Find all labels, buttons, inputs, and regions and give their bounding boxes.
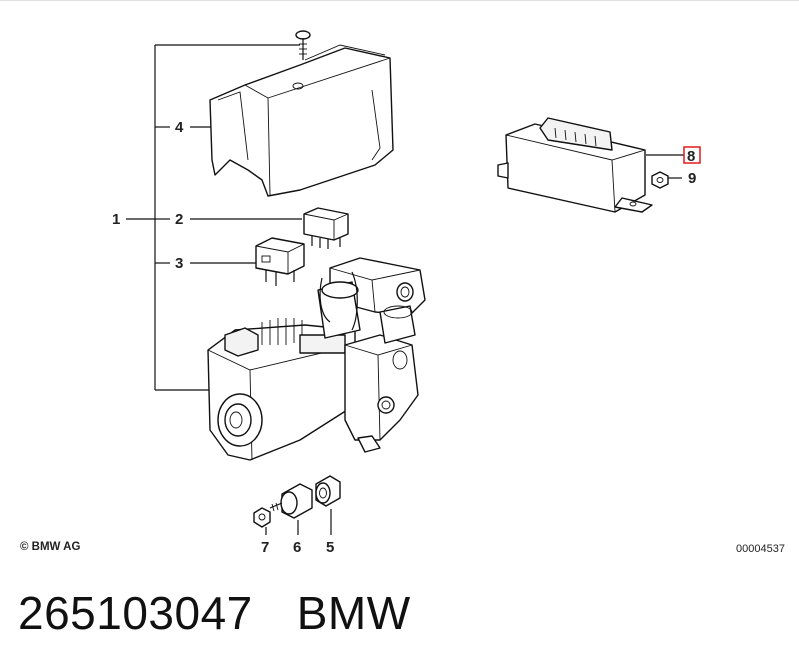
callout-8: 8 [687,148,695,165]
caption: 265103047 BMW [18,586,411,640]
screw-top [295,30,311,60]
reference-code: 00004537 [736,543,785,555]
hydraulic-unit-part-1 [207,257,426,461]
screw-part-7 [253,507,271,535]
part-number: 265103047 [18,587,253,639]
relay-part-3 [255,237,305,286]
top-border [0,0,799,1]
callout-7: 7 [261,539,269,556]
callout-6: 6 [293,539,301,556]
callout-4: 4 [175,119,184,136]
nut-part-9 [651,171,682,189]
callout-3: 3 [175,255,183,272]
callout-1: 1 [112,211,120,228]
callout-bracket-1 [126,44,302,391]
control-unit-part-8 [497,117,684,213]
mount-part-6 [269,483,313,535]
callout-5: 5 [326,539,334,556]
copyright-label: © BMW AG [20,541,81,553]
callout-2: 2 [175,211,183,228]
callout-8-highlight [683,146,701,164]
cover-part-4 [209,44,394,197]
bushing-part-5 [315,475,341,535]
brand-name: BMW [296,587,411,639]
relay-part-2 [303,207,349,249]
callout-9: 9 [688,170,696,187]
